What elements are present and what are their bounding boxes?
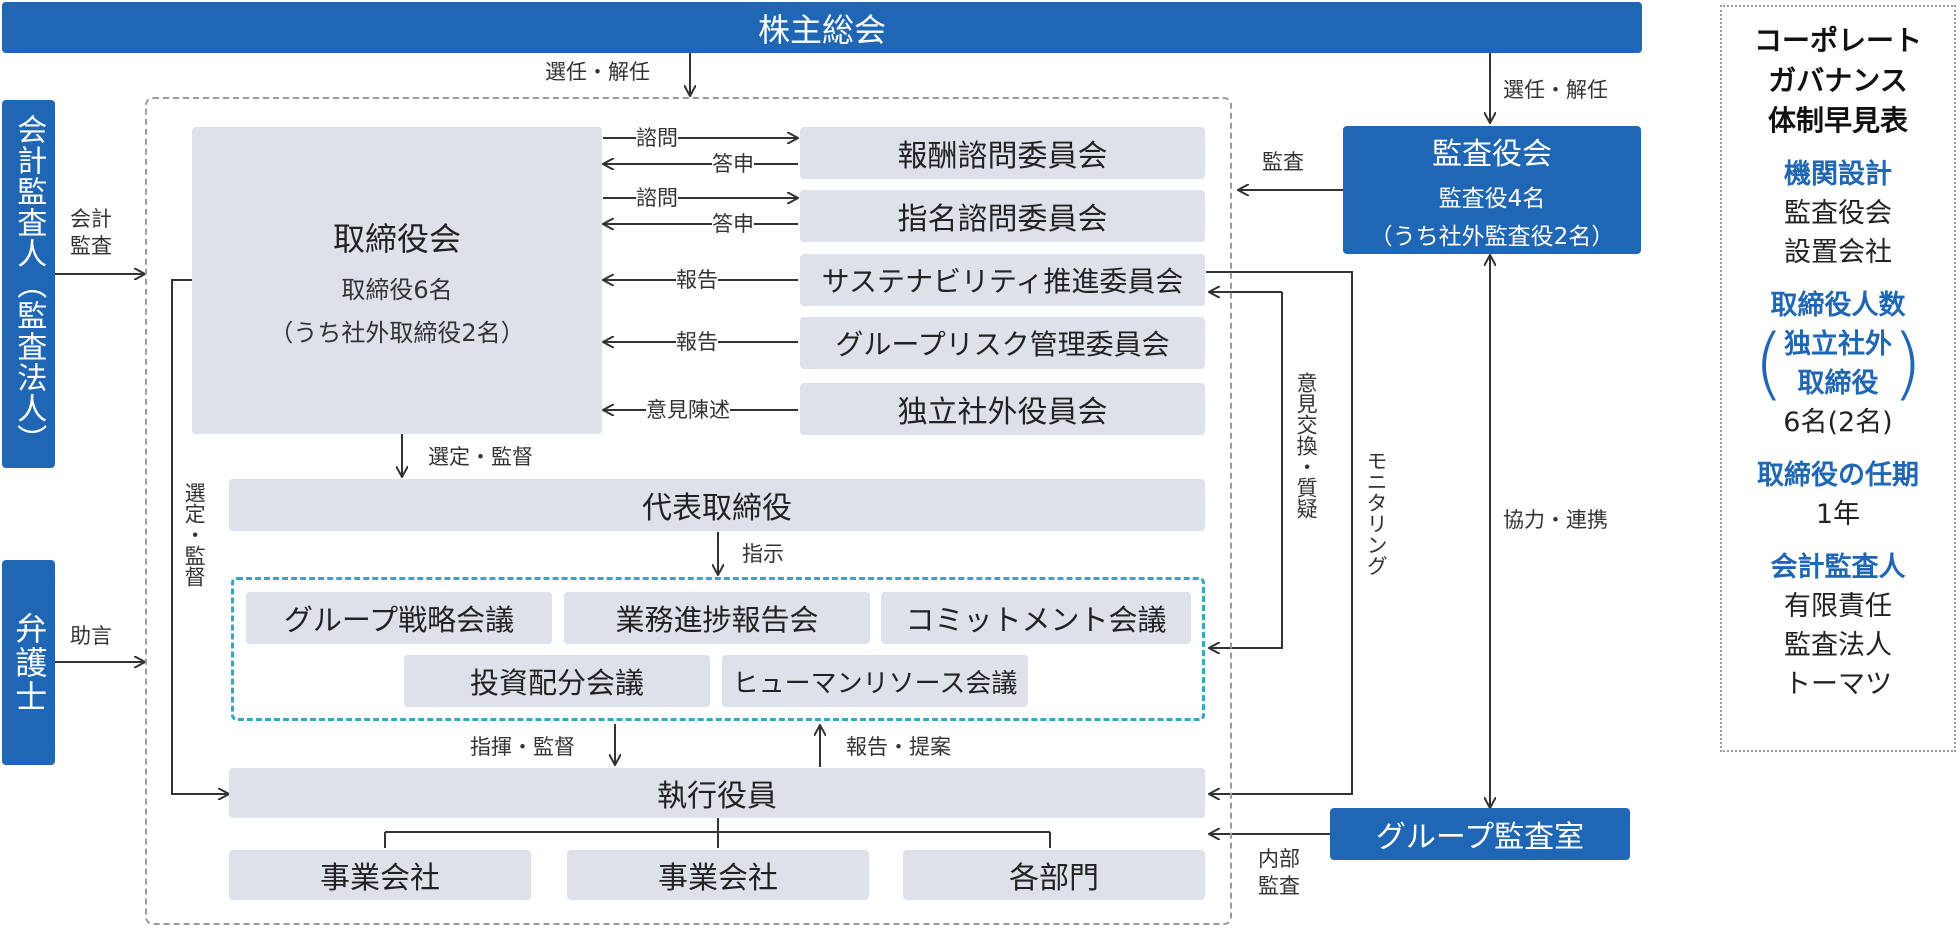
- audit-board-count: 監査役4名: [1438, 186, 1546, 212]
- summary-directors-heading: 取締役人数: [1770, 290, 1906, 321]
- right-paren-icon: ): [1892, 319, 1923, 409]
- remuneration-committee-box: 報酬諮問委員会: [800, 127, 1205, 179]
- lawyer-label: 弁護士: [10, 611, 49, 714]
- group-risk-committee-box: グループリスク管理委員会: [800, 317, 1205, 369]
- accounting-auditor-label: 会計監査人（監査法人）: [11, 113, 47, 455]
- independent-officers-box: 独立社外役員会: [800, 383, 1205, 435]
- label-consult-1: 諮問: [636, 126, 678, 150]
- left-paren-icon: (: [1753, 319, 1784, 409]
- label-opinion-statement: 意見陳述: [646, 398, 730, 422]
- summary-auditor-value: 有限責任 監査法人 トーマツ: [1784, 591, 1892, 700]
- departments-box: 各部門: [903, 850, 1205, 900]
- board-title: 取締役会: [332, 219, 461, 258]
- label-opinion-exchange: 意見交換・質疑: [1294, 372, 1319, 519]
- shareholders-meeting-box: 株主総会: [2, 2, 1642, 53]
- summary-directors-sub-text: 独立社外 取締役: [1784, 329, 1892, 399]
- summary-directors-sub: ( 独立社外 取締役 ): [1754, 325, 1923, 403]
- label-select-supervise-side: 選定・監督: [182, 482, 207, 587]
- progress-report-meeting-box: 業務進捗報告会: [564, 592, 870, 644]
- label-consult-2: 諮問: [636, 186, 678, 210]
- label-elect-dismiss-right: 選任・解任: [1503, 78, 1608, 102]
- label-cooperation: 協力・連携: [1503, 508, 1608, 532]
- sustainability-committee-box: サステナビリティ推進委員会: [800, 254, 1205, 306]
- governance-scope-frame: [145, 97, 1232, 925]
- summary-design-heading: 機関設計: [1784, 159, 1892, 190]
- label-monitoring: モニタリング: [1364, 450, 1389, 576]
- executive-officers-box: 執行役員: [229, 768, 1205, 818]
- audit-board-box: 監査役会 監査役4名 （うち社外監査役2名）: [1343, 126, 1641, 254]
- investment-allocation-meeting-box: 投資配分会議: [404, 655, 710, 707]
- summary-title: コーポレート ガバナンス 体制早見表: [1753, 24, 1922, 137]
- label-elect-dismiss-top: 選任・解任: [545, 60, 650, 84]
- accounting-auditor-box: 会計監査人（監査法人）: [2, 100, 55, 468]
- label-instruct: 指示: [742, 542, 784, 566]
- audit-board-title: 監査役会: [1432, 137, 1552, 172]
- summary-auditor-heading: 会計監査人: [1770, 552, 1906, 583]
- human-resource-meeting-box: ヒューマンリソース会議: [722, 655, 1028, 707]
- summary-term-heading: 取締役の任期: [1757, 460, 1919, 491]
- label-reply-1: 答申: [712, 152, 754, 176]
- label-internal-audit: 内部 監査: [1258, 847, 1300, 899]
- summary-directors-value: 6名(2名): [1783, 407, 1893, 438]
- label-report-2: 報告: [676, 330, 718, 354]
- label-command-supervise: 指揮・監督: [470, 735, 575, 759]
- group-audit-office-box: グループ監査室: [1330, 808, 1630, 860]
- commitment-meeting-box: コミットメント会議: [881, 592, 1191, 644]
- audit-board-outside: （うち社外監査役2名）: [1369, 224, 1615, 250]
- summary-design-value: 監査役会 設置会社: [1784, 198, 1892, 268]
- label-report-1: 報告: [676, 268, 718, 292]
- label-audit: 監査: [1262, 150, 1304, 174]
- board-of-directors-box: 取締役会 取締役6名 （うち社外取締役2名）: [192, 127, 602, 434]
- governance-summary-panel: コーポレート ガバナンス 体制早見表 機関設計 監査役会 設置会社 取締役人数 …: [1720, 5, 1956, 752]
- label-advice: 助言: [70, 624, 112, 648]
- representative-director-box: 代表取締役: [229, 479, 1205, 531]
- label-reply-2: 答申: [712, 212, 754, 236]
- summary-term-value: 1年: [1815, 499, 1861, 530]
- business-company-box-1: 事業会社: [229, 850, 531, 900]
- lawyer-box: 弁護士: [2, 560, 55, 765]
- executive-meetings-frame: [231, 577, 1205, 721]
- group-strategy-meeting-box: グループ戦略会議: [246, 592, 552, 644]
- label-select-supervise-board: 選定・監督: [428, 445, 533, 469]
- label-report-propose: 報告・提案: [846, 735, 951, 759]
- business-company-box-2: 事業会社: [567, 850, 869, 900]
- board-count: 取締役6名: [341, 275, 453, 304]
- nomination-committee-box: 指名諮問委員会: [800, 190, 1205, 242]
- label-accounting-audit: 会計 監査: [70, 207, 112, 259]
- board-outside: （うち社外取締役2名）: [269, 318, 525, 347]
